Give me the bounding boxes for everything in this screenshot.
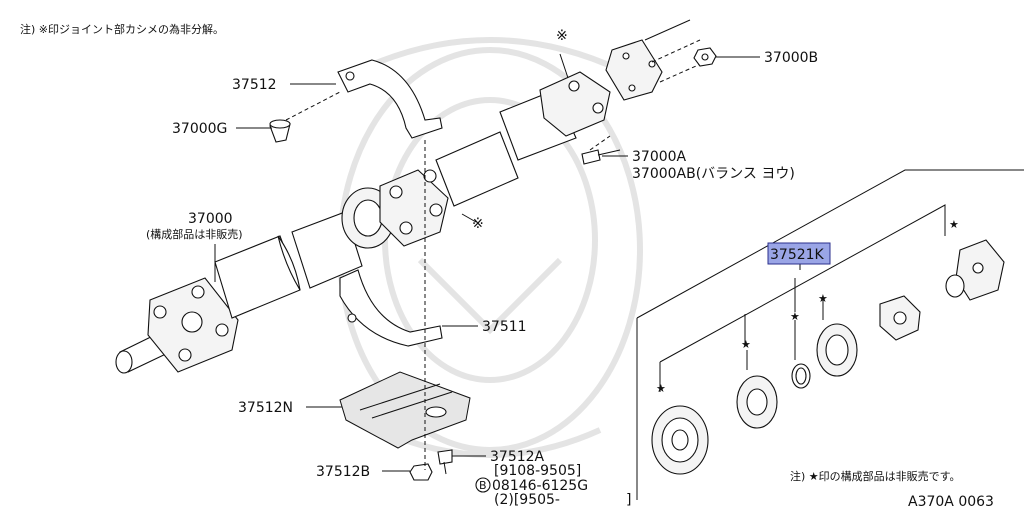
star-marker: ★: [818, 292, 828, 305]
grommet-37000G: [269, 119, 291, 143]
markers: ※ ※ ★ ★ ★ ★ ★: [472, 28, 959, 395]
part-37000-note: (構成部品は非販売): [146, 227, 243, 241]
star-marker: ★: [949, 218, 959, 231]
bolt-code-circle: [475, 477, 491, 493]
propeller-shaft-assembly: [115, 19, 706, 374]
center-bracket-37511: [339, 269, 443, 347]
bottom-note: 注) ★印の構成部品は非販売です。: [790, 469, 961, 483]
upper-bracket: [337, 59, 443, 139]
watermark-emblem: [337, 37, 643, 458]
bolt-code-letter: B: [479, 479, 487, 492]
star-marker: ★: [656, 382, 666, 395]
part-37512A-date-range: [9108-9505]: [494, 463, 581, 479]
part-37000B-label[interactable]: 37000B: [764, 50, 818, 66]
joint-marker: ※: [556, 28, 568, 44]
part-37512B-label[interactable]: 37512B: [316, 464, 370, 480]
breakdown-panel: [636, 169, 1024, 500]
part-37000AB-label[interactable]: 37000AB(バランス ヨウ): [632, 166, 795, 182]
leader-lines: [214, 53, 760, 472]
star-marker: ★: [741, 338, 751, 351]
part-37512N-label[interactable]: 37512N: [238, 400, 293, 416]
part-08146-6125G-label[interactable]: 08146-6125G: [492, 478, 588, 494]
part-37000G-label[interactable]: 37000G: [172, 121, 227, 137]
part-37511-label[interactable]: 37511: [482, 319, 527, 335]
part-37512A-label[interactable]: 37512A: [490, 449, 545, 465]
bolt-qty-range: (2)[9505-: [494, 492, 560, 508]
part-37521K-label[interactable]: 37521K: [770, 247, 825, 263]
bolt-qty-range-close: ]: [626, 492, 631, 508]
top-note: 注) ※印ジョイント部カシメの為非分解。: [20, 22, 224, 36]
nut-37000B: [693, 47, 717, 67]
heat-shield-37512N: [339, 371, 471, 449]
part-37000A-label[interactable]: 37000A: [632, 149, 687, 165]
bolt-37512A: [437, 449, 453, 475]
part-37512-label[interactable]: 37512: [232, 77, 277, 93]
joint-marker: ※: [472, 216, 484, 232]
diagram-id: A370A 0063: [908, 494, 994, 510]
part-37521K-highlight: [767, 242, 831, 265]
bolt-37000A: [581, 149, 621, 165]
nut-37512B: [409, 463, 433, 481]
star-marker: ★: [790, 310, 800, 323]
part-37000-label[interactable]: 37000: [188, 211, 233, 227]
